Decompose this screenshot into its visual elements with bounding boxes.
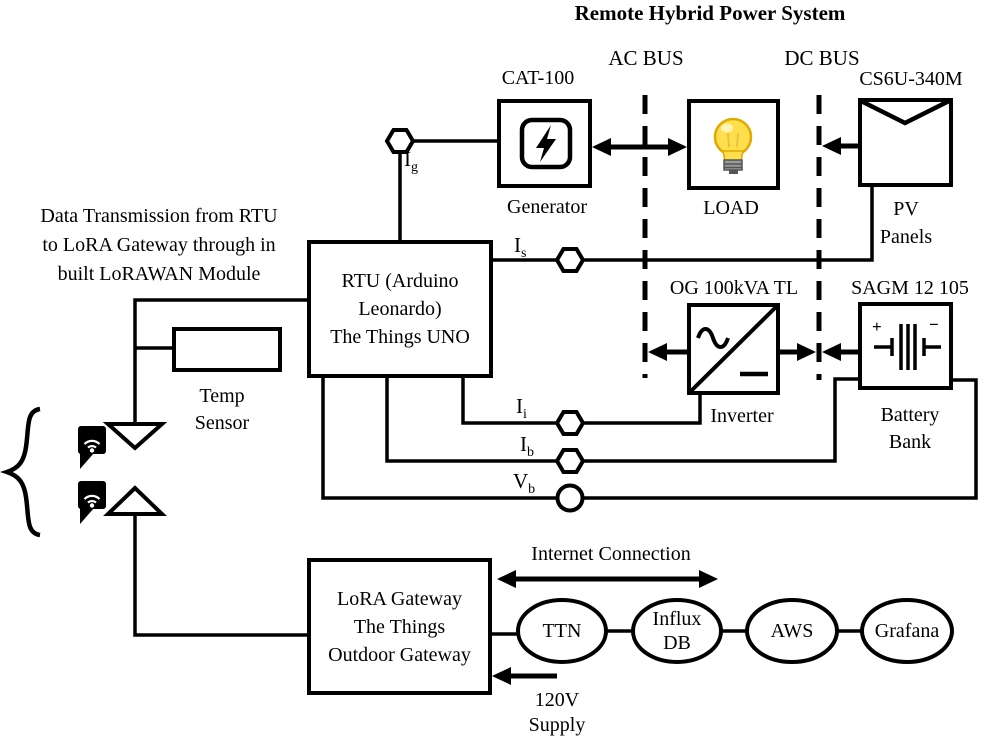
lightning-icon <box>519 117 573 170</box>
current-sensor-ii <box>554 410 586 436</box>
temp-sensor-label-line2: Sensor <box>194 412 250 434</box>
lora-label-line2: The Things <box>353 615 446 638</box>
wire-rtu-antenna <box>133 298 307 446</box>
wifi-icon <box>78 426 106 469</box>
sensor-label-vb: Vb <box>513 469 536 498</box>
sensor-label-ib: Ib <box>520 432 534 461</box>
inverter-label: Inverter <box>710 405 774 427</box>
current-sensor-ib <box>554 448 586 474</box>
dc-bus-label: DC BUS <box>784 46 860 70</box>
pv-model-label: CS6U-340M <box>859 68 963 90</box>
battery-label: Battery Bank <box>881 402 940 456</box>
pv-label-line1: PV <box>893 198 919 220</box>
temp-sensor-label: Temp Sensor <box>195 383 249 437</box>
wire-ii <box>461 378 702 425</box>
inverter-acbus-arrow <box>648 343 687 361</box>
wire-vb <box>321 378 978 500</box>
pv-label: PV Panels <box>880 195 932 251</box>
wire-ib <box>385 377 858 463</box>
lora-label-line1: LoRA Gateway <box>337 587 462 610</box>
sensor-label-ig: Ig <box>404 147 418 176</box>
pv-label-line2: Panels <box>879 226 933 248</box>
internet-label: Internet Connection <box>531 543 691 565</box>
brace <box>0 406 41 538</box>
battery-plus: + <box>872 317 882 336</box>
battery-dcbus-arrow <box>822 343 858 361</box>
ac-bus-label: AC BUS <box>608 46 684 70</box>
current-sensor-ig <box>384 128 416 154</box>
rtu-label-line2: Leonardo) <box>358 298 442 320</box>
supply-label-line2: Supply <box>528 714 586 736</box>
ellipse-influxdb <box>631 598 723 664</box>
ellipse-ttn <box>516 598 608 664</box>
rtu-box: RTU (Arduino Leonardo) The Things UNO <box>307 240 493 378</box>
temp-sensor-label-line1: Temp <box>199 385 245 407</box>
load-label: LOAD <box>703 197 759 219</box>
inverter-icon <box>688 304 779 394</box>
pv-flap-icon <box>859 98 951 126</box>
aws-label: AWS <box>770 620 814 642</box>
inverter-dcbus-arrow <box>780 343 816 361</box>
sensor-label-is: Is <box>514 233 527 262</box>
generator-model-label: CAT-100 <box>501 67 575 89</box>
ellipse-aws <box>745 598 839 664</box>
grafana-label: Grafana <box>874 620 940 642</box>
annotation-line3: built LoRAWAN Module <box>57 263 261 285</box>
antenna-down-icon <box>102 422 168 451</box>
inverter-model-label: OG 100kVA TL <box>669 277 799 299</box>
internet-arrow <box>497 570 718 588</box>
sensor-label-ii: Ii <box>516 394 527 423</box>
battery-box <box>858 302 953 390</box>
ellipse-grafana <box>860 598 954 664</box>
annotation-line2: to LoRA Gateway through in <box>42 234 276 256</box>
lora-gateway-box: LoRA Gateway The Things Outdoor Gateway <box>307 558 492 695</box>
bulb-icon <box>713 117 753 174</box>
lora-label-line3: Outdoor Gateway <box>328 643 471 666</box>
pv-box <box>858 98 953 187</box>
generator-load-arrow <box>592 138 687 156</box>
battery-model-label: SAGM 12 105 <box>851 277 969 299</box>
rtu-label-line3: The Things UNO <box>330 326 470 348</box>
battery-icon <box>874 324 941 370</box>
wifi-icon <box>78 481 106 524</box>
voltage-sensor-vb <box>555 483 585 513</box>
annotation-line1: Data Transmission from RTU <box>40 205 278 227</box>
battery-label-line2: Bank <box>888 431 932 453</box>
wire-is <box>493 185 874 262</box>
generator-box <box>497 99 592 188</box>
battery-minus: − <box>929 315 939 334</box>
supply-label-line1: 120V <box>534 689 580 711</box>
load-box <box>687 99 780 190</box>
antenna-up-icon <box>103 485 167 516</box>
annotation-text: Data Transmission from RTU to LoRA Gatew… <box>9 202 309 289</box>
diagram-title: Remote Hybrid Power System <box>574 1 846 25</box>
inverter-box <box>687 303 780 395</box>
supply-arrow <box>492 667 557 685</box>
current-sensor-is <box>554 247 586 273</box>
rtu-label-line1: RTU (Arduino <box>341 270 459 292</box>
pv-dcbus-arrow <box>822 137 858 155</box>
supply-label: 120V Supply <box>529 688 586 738</box>
ttn-label: TTN <box>542 620 582 642</box>
temp-sensor-box <box>172 327 282 372</box>
generator-label: Generator <box>507 196 587 218</box>
battery-label-line1: Battery <box>880 404 940 426</box>
wire-antenna-lora <box>133 494 307 637</box>
